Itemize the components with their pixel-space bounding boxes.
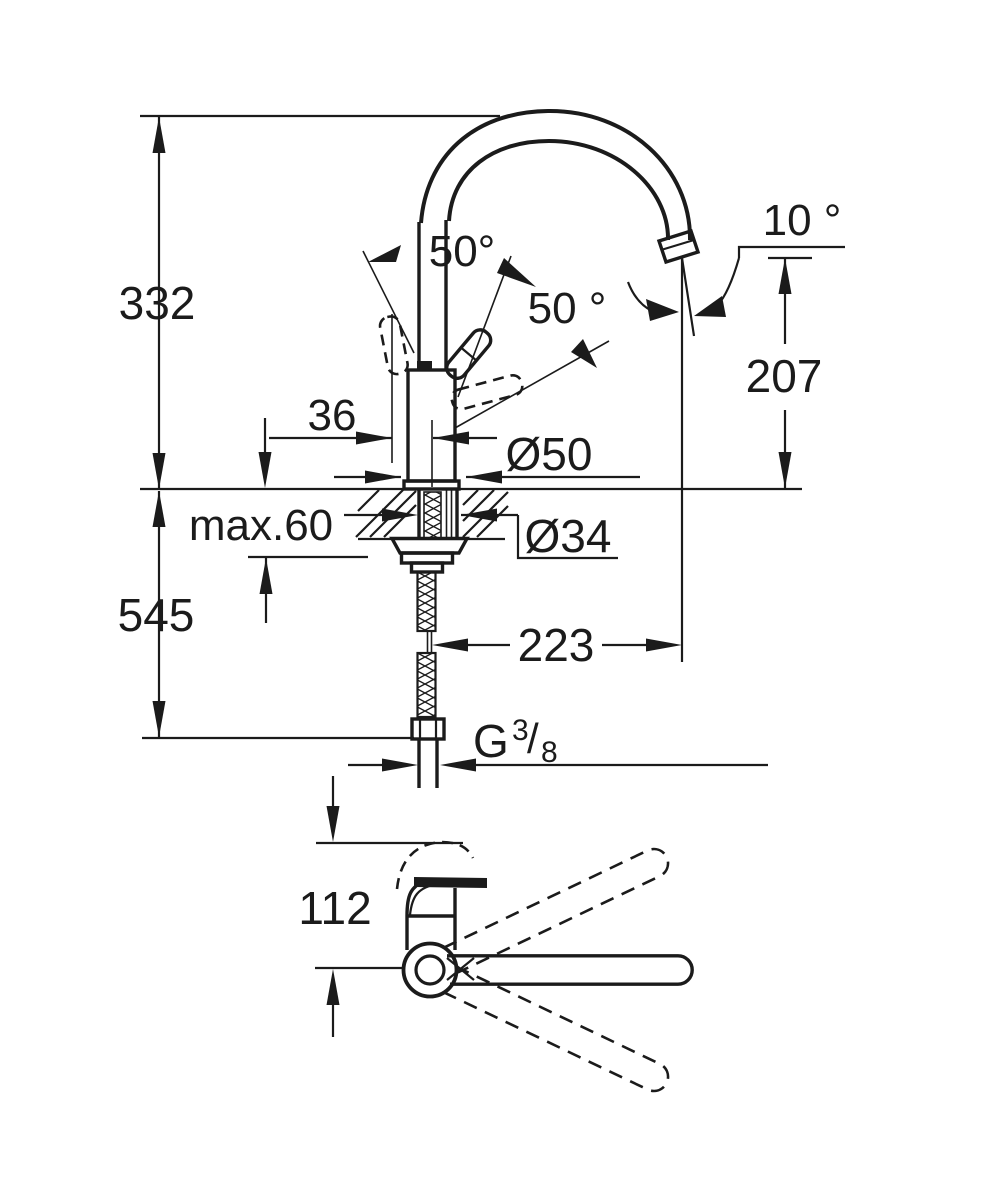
- dim-dia34: [461, 508, 618, 560]
- swivel-base-inner: [414, 954, 446, 986]
- arrowhead-up: [778, 258, 792, 294]
- mounting-flange: [389, 536, 470, 555]
- arrowhead-down: [152, 701, 166, 737]
- dim-dia50-label: Ø50: [506, 428, 593, 480]
- spout-arm-solid: [447, 954, 694, 986]
- arc-arrowhead: [497, 258, 536, 287]
- arrowhead-right: [382, 508, 418, 522]
- handle-solid: [445, 328, 493, 380]
- dim-332: [152, 117, 166, 489]
- arc-arrowhead: [571, 339, 597, 368]
- angle-annotation-side: [454, 339, 610, 429]
- thread-numerator: 3: [512, 714, 529, 747]
- arrowhead-left: [433, 431, 469, 445]
- handle-dashed-right: [450, 373, 524, 411]
- arrowhead-down: [152, 453, 166, 489]
- dim-223: [432, 638, 682, 652]
- flexible-hoses: [410, 570, 446, 788]
- dim-dia50: [334, 470, 640, 484]
- arrowhead-right: [356, 431, 392, 445]
- top-view-reference-lines: [315, 841, 463, 970]
- mounting-nut: [409, 561, 445, 574]
- arrowhead-up: [152, 491, 166, 527]
- hose-nut: [410, 717, 446, 741]
- swing-arrowhead: [646, 299, 679, 321]
- arrowhead-right: [646, 638, 682, 652]
- arrowhead-up: [259, 558, 273, 594]
- dim-112-label: 112: [298, 882, 371, 934]
- dim-36-label: 36: [308, 391, 357, 440]
- dim-dia34-label: Ø34: [525, 510, 612, 562]
- spout-aerator: [656, 228, 701, 265]
- spout-swivel-dashed-up: [443, 847, 670, 974]
- dim-207-label: 207: [746, 350, 823, 402]
- dim-207: [778, 258, 792, 488]
- arc-arrowhead: [368, 245, 401, 262]
- arrowhead-down: [326, 806, 340, 842]
- thread-slash: /: [527, 715, 539, 762]
- reference-lines: [140, 114, 802, 740]
- top-view-faucet: [395, 840, 694, 1093]
- dim-332-label: 332: [119, 277, 196, 329]
- thread-g-label: G: [473, 715, 509, 767]
- handle-pivot-cap: [417, 361, 432, 370]
- dim-545-label: 545: [118, 589, 195, 641]
- braided-hose-lower: [416, 651, 437, 719]
- angle-50-front-label: 50°: [429, 227, 496, 276]
- riser-pipe: [417, 220, 448, 370]
- swing-arrowhead: [694, 296, 726, 317]
- dim-112: [326, 776, 340, 1037]
- swivel-base-outer: [401, 941, 459, 999]
- dim-36: [269, 314, 497, 463]
- dim-545: [152, 491, 166, 737]
- spout-arc: [419, 108, 693, 241]
- dim-max60-label: max.60: [189, 501, 333, 550]
- arrowhead-left: [466, 470, 502, 484]
- angle-annotation-front: [362, 245, 536, 398]
- arrowhead-right: [365, 470, 401, 484]
- angle-50-side-label: 50 °: [528, 284, 607, 333]
- threaded-shank: [423, 491, 442, 539]
- handle-top-outline: [405, 878, 431, 917]
- arrowhead-down: [258, 452, 272, 488]
- thread-denominator: 8: [541, 736, 558, 769]
- arrowhead-left: [440, 758, 476, 772]
- arrowhead-down: [778, 452, 792, 488]
- mounting-shank: [389, 490, 470, 574]
- dim-g38: [348, 758, 768, 772]
- arrowhead-up: [152, 117, 166, 153]
- outlet-direction-line: [680, 257, 696, 337]
- arrowhead-left: [432, 638, 468, 652]
- handle-dashed-left: [378, 315, 409, 376]
- dim-223-label: 223: [518, 619, 595, 671]
- faucet-body: [402, 361, 461, 491]
- arrowhead-up: [326, 969, 340, 1005]
- spout-swivel-dashed-down: [444, 965, 670, 1093]
- angle-10-label: 10 °: [763, 196, 842, 245]
- handle-raised-dashed-outline: [395, 840, 475, 890]
- dim-max60: [258, 418, 418, 623]
- braided-hose-upper: [416, 570, 437, 633]
- arrowhead-right: [382, 758, 418, 772]
- outlet-angle-annotation: [626, 245, 845, 662]
